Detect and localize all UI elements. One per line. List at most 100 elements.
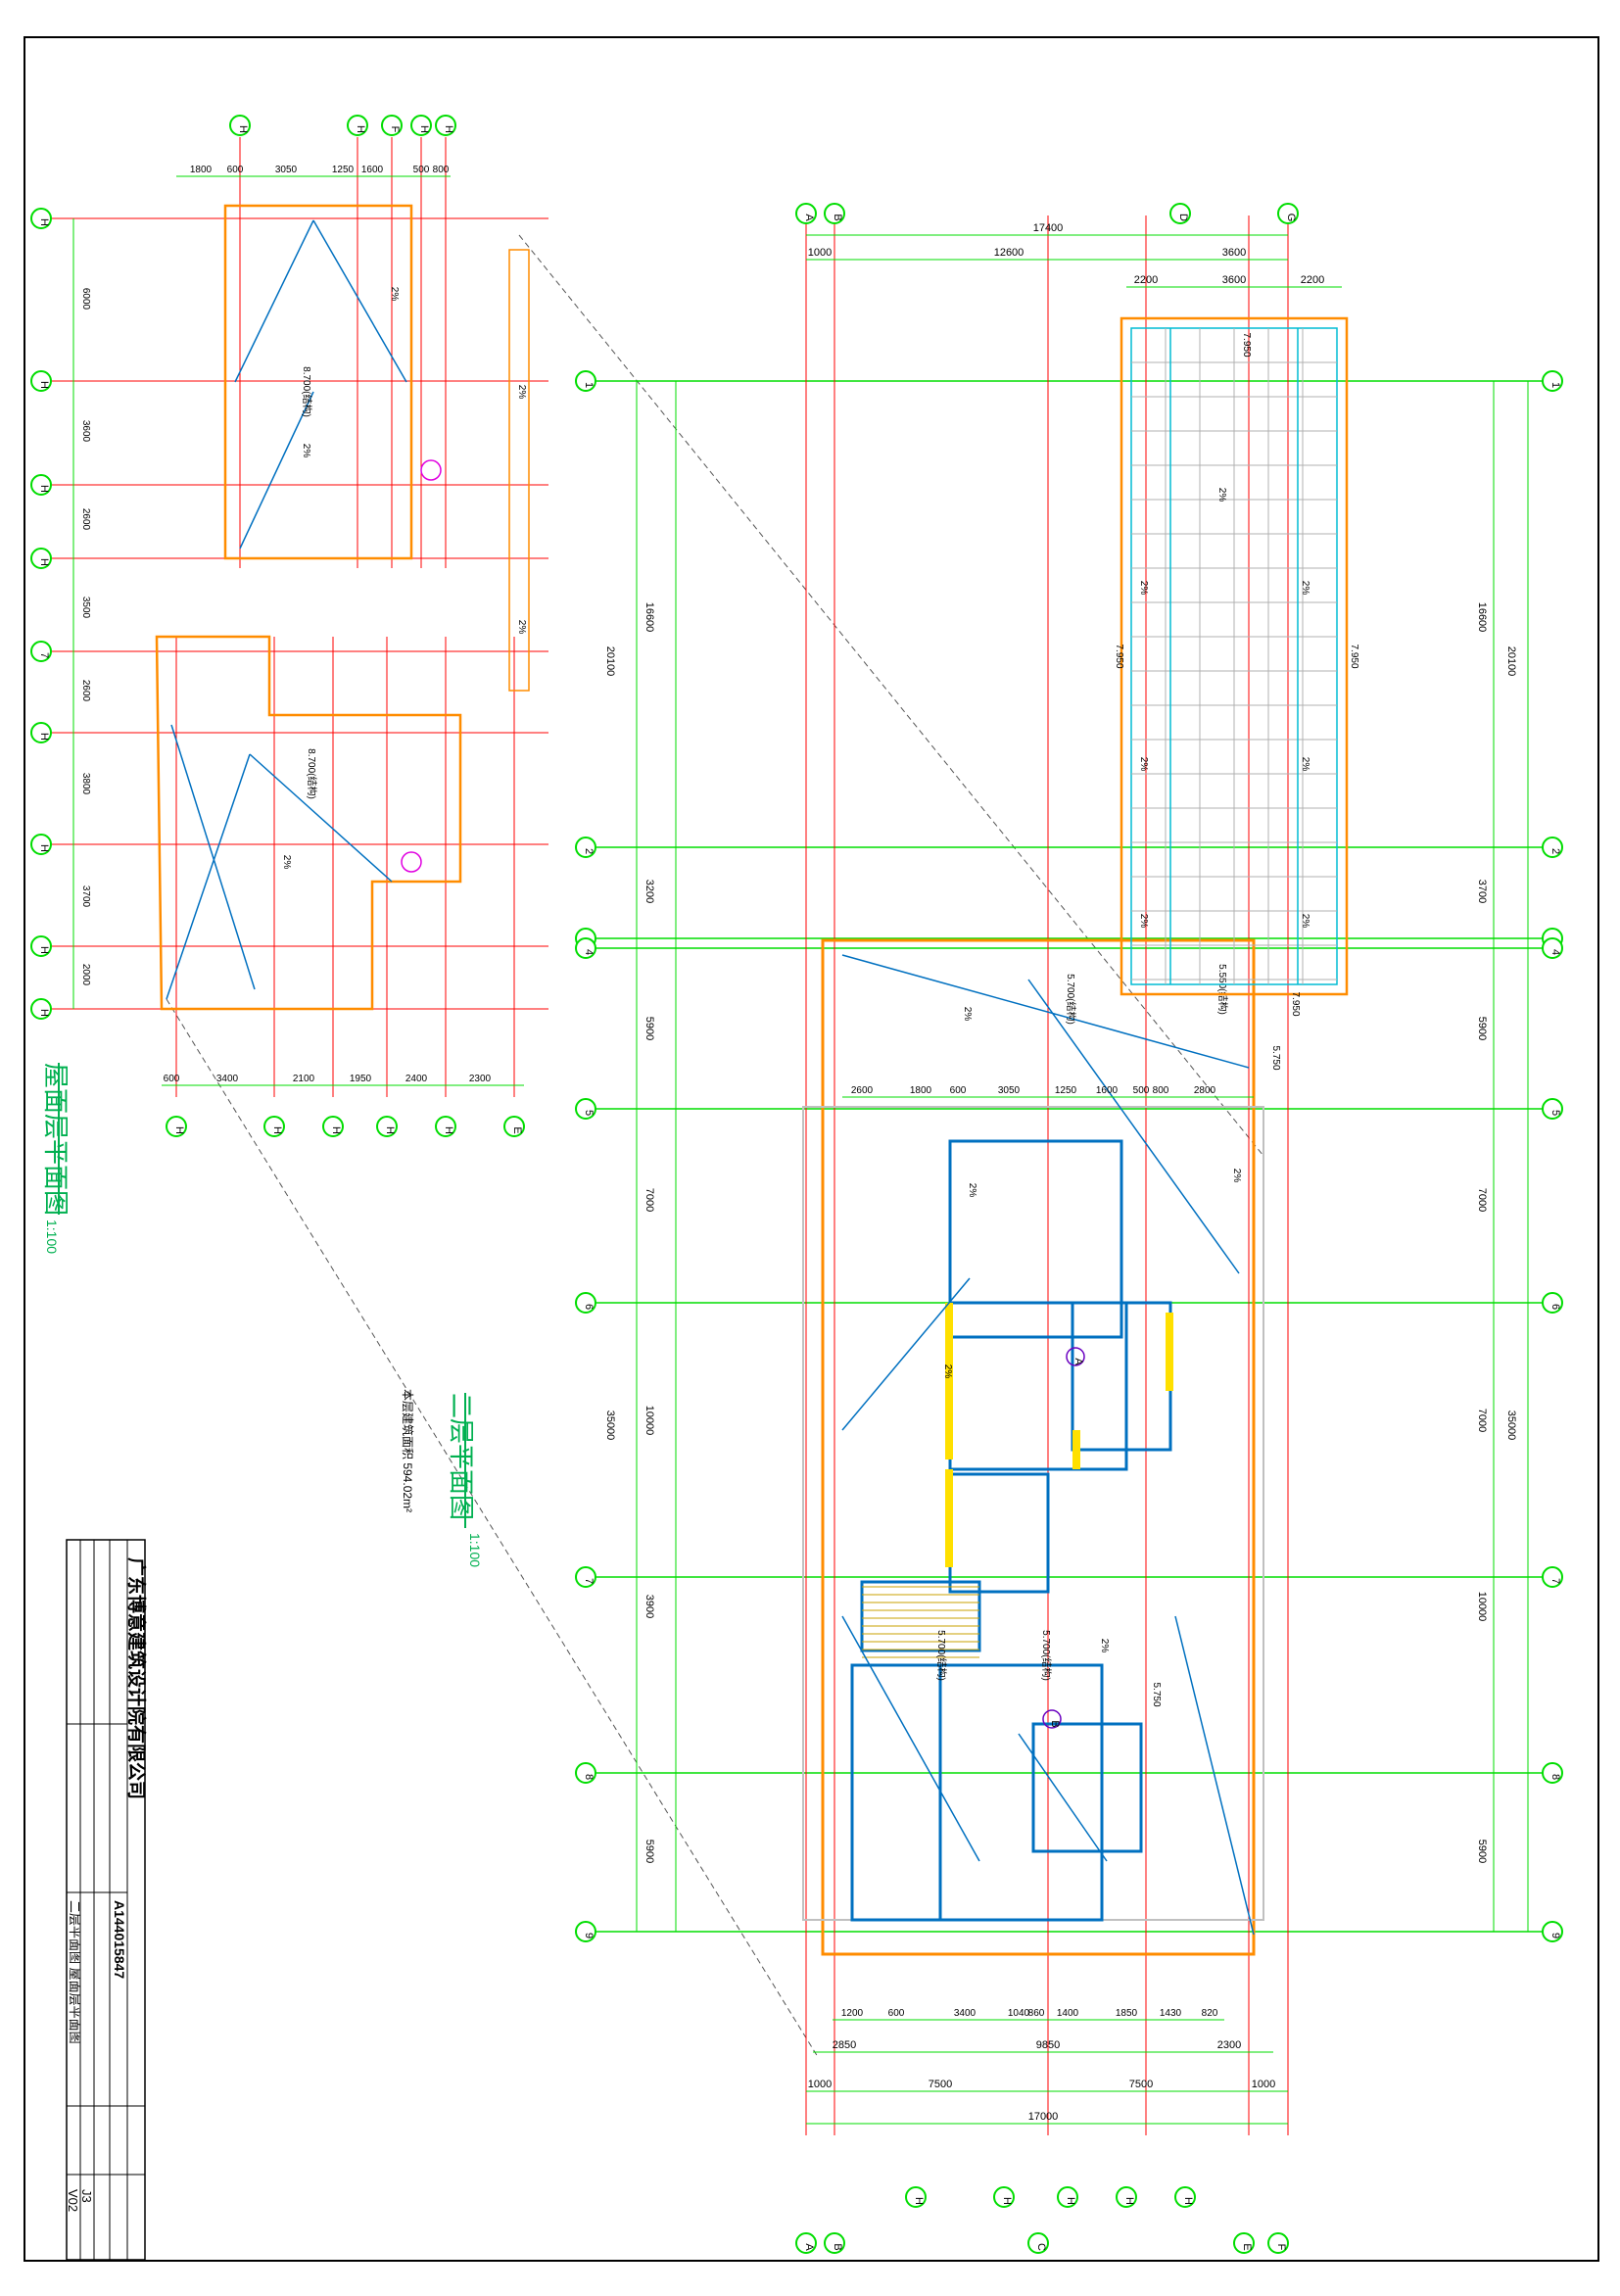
slope-label-canopy-2: 2% bbox=[1138, 757, 1149, 772]
row-axis-left-9-bubble bbox=[575, 1921, 596, 1942]
window-1 bbox=[1166, 1313, 1173, 1391]
dim-right-row-6: 5900 bbox=[1476, 1840, 1488, 1863]
col-axis-top-D-bubble bbox=[1169, 203, 1191, 224]
slope-label-roof-3: 2% bbox=[516, 385, 527, 400]
dim-left-row-6: 5900 bbox=[643, 1840, 655, 1863]
roof-dim-bottom-3: 1950 bbox=[350, 1074, 372, 1084]
room-0 bbox=[948, 1139, 1123, 1339]
row-axis-left-6-bubble bbox=[575, 1292, 596, 1314]
canopy-elev-top: 7.950 bbox=[1241, 332, 1252, 357]
elev-label-6: 5.750 bbox=[1151, 1682, 1162, 1706]
dim-right-row-1: 3700 bbox=[1476, 880, 1488, 903]
slope-label-main-0: 2% bbox=[962, 1007, 973, 1022]
dim-left-row-1: 3200 bbox=[643, 880, 655, 903]
row-axis-right-5-label: 5 bbox=[1549, 1110, 1561, 1116]
roof-dim-left-1: 3600 bbox=[80, 420, 91, 443]
slope-label-roof-1: 2% bbox=[281, 855, 292, 870]
row-axis-left-5-bubble bbox=[575, 1098, 596, 1120]
dim-left-row-0: 16600 bbox=[643, 602, 655, 633]
roof-col-axis-bottom-1-bubble bbox=[263, 1116, 285, 1137]
canopy-elev-right: 7.950 bbox=[1349, 644, 1359, 668]
col-axis-bottom-C-bubble bbox=[1027, 2232, 1049, 2254]
dim-bottom-total: 17000 bbox=[1028, 2111, 1059, 2123]
drain-slope-2 bbox=[1027, 979, 1240, 1274]
row-axis-right-7-bubble bbox=[1542, 1566, 1563, 1588]
row-axis-right-1-label: 1 bbox=[1549, 382, 1561, 388]
row-axis-left-2-bubble bbox=[575, 837, 596, 858]
elev-label-4: 5.700(结构) bbox=[935, 1630, 948, 1681]
row-axis-right-9-bubble bbox=[1542, 1921, 1563, 1942]
col-axis-inner-0-bubble bbox=[905, 2186, 927, 2208]
roof-parapet-strip bbox=[508, 249, 530, 692]
roof-dim-top-5: 500 bbox=[413, 165, 430, 175]
col-axis-bottom-C-label: C bbox=[1035, 2243, 1047, 2251]
company-name: 广东博意建筑设计院有限公司 bbox=[125, 1557, 148, 1799]
row-axis-right-2-bubble bbox=[1542, 837, 1563, 858]
dim-mid-1: 1800 bbox=[910, 1085, 932, 1096]
room-5 bbox=[938, 1663, 1104, 1922]
roof-dim-bottom-2: 2100 bbox=[293, 1074, 315, 1084]
slope-label-canopy-1: 2% bbox=[1300, 581, 1310, 596]
roof-row-axis-2-bubble bbox=[30, 474, 52, 496]
roof-dim-left-2: 2600 bbox=[80, 508, 91, 531]
roof-row-axis-2-label: H bbox=[38, 485, 50, 493]
row-axis-right-8-bubble bbox=[1542, 1762, 1563, 1784]
dim-left-total-b: 35000 bbox=[604, 1411, 616, 1441]
col-axis-inner-2-label: H bbox=[1065, 2197, 1076, 2205]
slope-label-canopy-4: 2% bbox=[1138, 914, 1149, 929]
roof-col-axis-bottom-1-label: H bbox=[271, 1126, 283, 1134]
room-3 bbox=[948, 1472, 1050, 1594]
col-axis-inner-3-label: H bbox=[1123, 2197, 1135, 2205]
slope-label-main-1: 2% bbox=[1099, 1639, 1110, 1653]
dim-bottom-detail-1: 600 bbox=[888, 2008, 905, 2019]
roof-col-axis-bottom-4-bubble bbox=[435, 1116, 456, 1137]
leader-line-bottom bbox=[166, 998, 819, 2058]
row-axis-right-2-label: 2 bbox=[1549, 848, 1561, 854]
second-floor-scale: 1:100 bbox=[467, 1533, 483, 1567]
dim-bottom-sub-1: 9850 bbox=[1036, 2039, 1060, 2051]
project-number: A144015847 bbox=[112, 1900, 127, 1979]
roof-dim-bottom-0: 600 bbox=[164, 1074, 180, 1084]
roof-row-axis-7-bubble bbox=[30, 935, 52, 957]
dim-bottom-part-1: 7500 bbox=[929, 2079, 952, 2090]
row-axis-left-4-bubble bbox=[575, 937, 596, 959]
col-axis-bottom-E-label: E bbox=[1241, 2243, 1253, 2250]
roof-row-axis-8-bubble bbox=[30, 998, 52, 1020]
dim-bottom-sub-2: 2300 bbox=[1217, 2039, 1241, 2051]
dim-left-row-5: 10000 bbox=[643, 1406, 655, 1436]
drain-slope-5 bbox=[1018, 1733, 1108, 1862]
roof-row-axis-3-bubble bbox=[30, 548, 52, 569]
room-tag-a-circle bbox=[1066, 1347, 1085, 1366]
row-axis-left-7-bubble bbox=[575, 1566, 596, 1588]
dim-bottom-detail-5: 1400 bbox=[1057, 2008, 1079, 2019]
roof-drain-1 bbox=[420, 459, 442, 481]
col-axis-inner-2-bubble bbox=[1057, 2186, 1078, 2208]
roof-dim-top-0: 1800 bbox=[190, 165, 213, 175]
roof-dim-top-2: 3050 bbox=[275, 165, 298, 175]
roof-row-axis-3-label: H bbox=[38, 558, 50, 566]
roof-row-axis-0-bubble bbox=[30, 208, 52, 229]
col-axis-bottom-F-bubble bbox=[1267, 2232, 1289, 2254]
dim-mid-8: 2800 bbox=[1194, 1085, 1216, 1096]
outer-frame bbox=[24, 36, 1599, 2262]
roof-elev-1: 8.700(结构) bbox=[301, 366, 313, 417]
roof-row-axis-5-label: H bbox=[38, 733, 50, 741]
roof-col-axis-top-3-label: H bbox=[418, 125, 430, 133]
roof-col-axis-top-0-bubble bbox=[229, 115, 251, 136]
roof-dim-left-0: 6000 bbox=[80, 288, 91, 311]
roof-col-axis-bottom-0-label: H bbox=[173, 1126, 185, 1134]
col-axis-top-G-bubble bbox=[1277, 203, 1299, 224]
roof-dim-top-6: 800 bbox=[433, 165, 450, 175]
roof-slope-2 bbox=[239, 391, 314, 550]
row-axis-right-1-bubble bbox=[1542, 370, 1563, 392]
col-axis-inner-1-label: H bbox=[1001, 2197, 1013, 2205]
window-3 bbox=[945, 1469, 953, 1567]
col-axis-top-G-label: G bbox=[1285, 214, 1297, 222]
dim-bottom-part-0: 1000 bbox=[808, 2079, 832, 2090]
dim-bottom-part-2: 7500 bbox=[1129, 2079, 1153, 2090]
roof-row-axis-1-bubble bbox=[30, 370, 52, 392]
slope-label-canopy-5: 2% bbox=[1300, 914, 1310, 929]
row-axis-right-7-label: 7 bbox=[1549, 1578, 1561, 1584]
drawing-title-text: 二层平面图 屋面层平面图 bbox=[68, 1900, 82, 2044]
dim-mid-5: 1600 bbox=[1096, 1085, 1119, 1096]
